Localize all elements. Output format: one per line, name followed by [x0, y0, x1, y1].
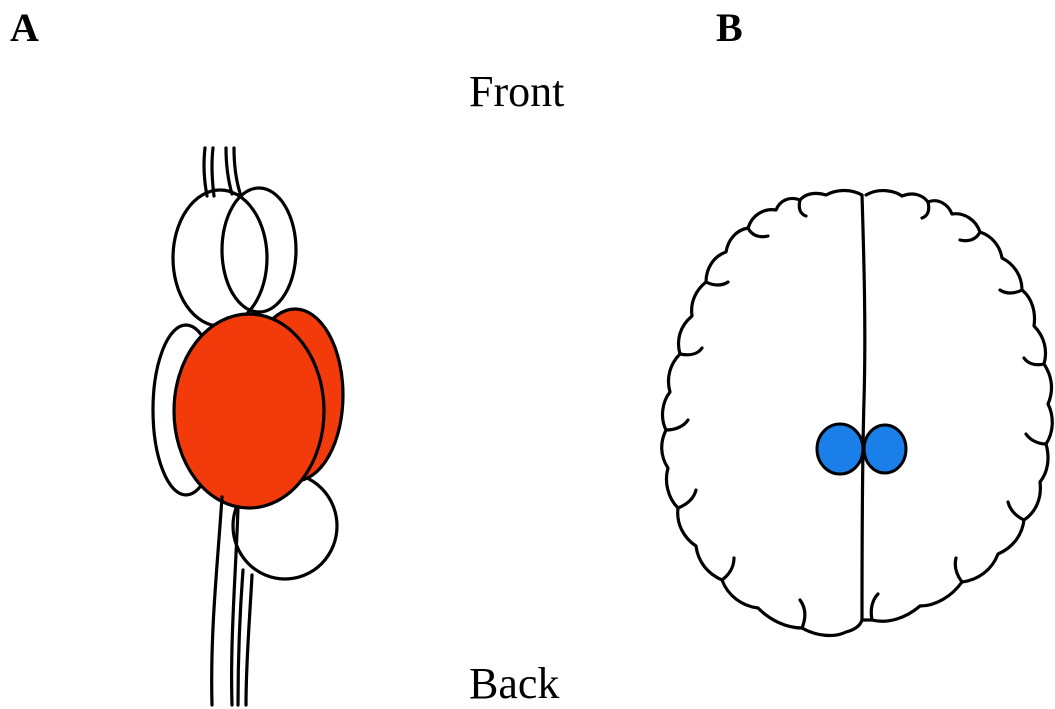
panel-a-brain-diagram — [153, 148, 343, 705]
highlight-left-region — [817, 424, 863, 474]
highlight-front-hemisphere — [174, 314, 324, 508]
left-hemisphere-outline — [662, 190, 862, 635]
longitudinal-fissure — [862, 195, 865, 620]
panel-b-brain-diagram — [662, 190, 1053, 635]
highlight-right-region — [864, 425, 906, 473]
left-hemisphere-sulci — [666, 200, 806, 628]
right-hemisphere-sulci — [871, 202, 1046, 620]
upper-lobe-front — [173, 190, 267, 326]
right-hemisphere-outline — [862, 191, 1052, 622]
